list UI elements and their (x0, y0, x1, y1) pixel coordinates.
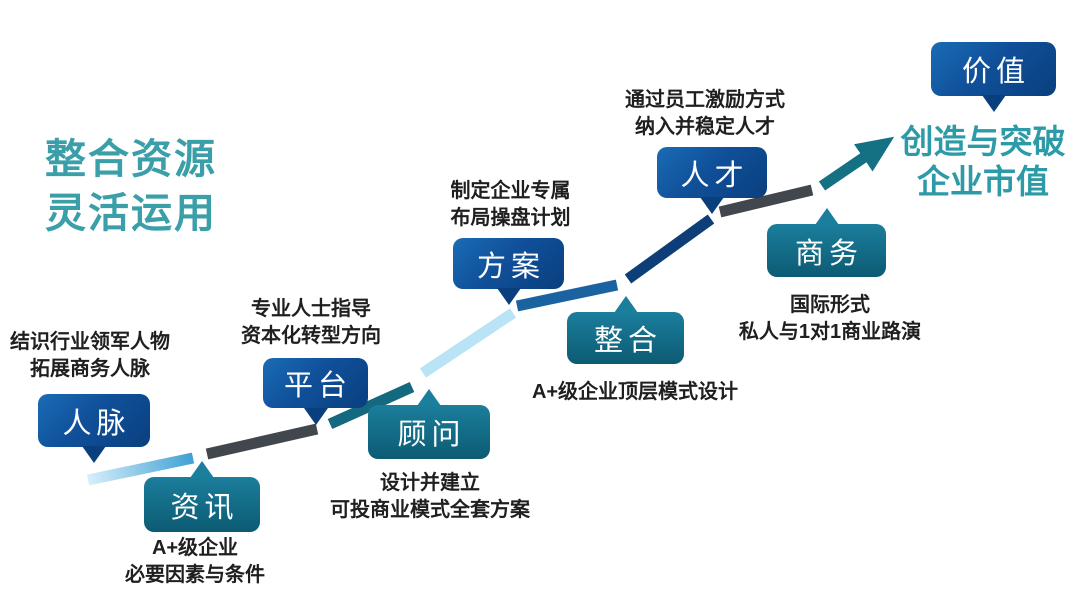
caption-guwen-line2: 可投商业模式全套方案 (330, 499, 530, 521)
callout-zhenghe-label: 整合 (593, 325, 662, 357)
caption-guwen-line1: 设计并建立 (380, 472, 480, 494)
callout-pingtai: 平台 (263, 358, 368, 408)
callout-fangan-label: 方案 (476, 250, 545, 283)
caption-pingtai: 专业人士指导 资本化转型方向 (221, 296, 401, 350)
callout-jiazhi: 价值 (931, 42, 1056, 96)
caption-renmai: 结识行业领军人物 拓展商务人脉 (0, 329, 180, 383)
callout-zixun-label: 资讯 (170, 491, 239, 524)
caption-zixun-line1: A+级企业 (151, 537, 239, 559)
callout-shangwu: 商务 (767, 224, 886, 277)
segment-5-blue (515, 279, 619, 312)
callout-guwen: 顾问 (368, 405, 490, 459)
caption-fangan: 制定企业专属 布局操盘计划 (423, 178, 598, 232)
segment-8-arrow (818, 136, 895, 191)
caption-rencai-line2: 纳入并稳定人才 (635, 116, 775, 138)
callout-fangan: 方案 (453, 238, 564, 289)
caption-rencai-line1: 通过员工激励方式 (625, 89, 785, 111)
segment-4-lightblue (419, 308, 517, 378)
caption-guwen: 设计并建立 可投商业模式全套方案 (325, 470, 535, 524)
caption-renmai-line2: 拓展商务人脉 (30, 358, 150, 380)
segment-3-teal (327, 381, 415, 430)
callout-renmai: 人脉 (38, 394, 150, 447)
caption-zhenghe: A+级企业顶层模式设计 (520, 379, 750, 406)
goal-text: 创造与突破 企业市值 (878, 122, 1080, 203)
caption-shangwu-line1: 国际形式 (790, 294, 870, 316)
goal-line-2: 企业市值 (917, 163, 1049, 201)
segment-7-gray (718, 184, 814, 218)
callout-shangwu-label: 商务 (794, 237, 863, 270)
caption-rencai: 通过员工激励方式 纳入并稳定人才 (615, 87, 795, 141)
caption-zixun: A+级企业 必要因素与条件 (105, 535, 285, 589)
callout-jiazhi-label: 价值 (961, 56, 1030, 88)
title-line-2: 灵活运用 (45, 190, 217, 237)
callout-guwen-label: 顾问 (397, 419, 466, 451)
title-line-1: 整合资源 (45, 136, 217, 182)
page-title: 整合资源 灵活运用 (45, 132, 325, 240)
caption-pingtai-line1: 专业人士指导 (251, 298, 371, 320)
caption-zixun-line2: 必要因素与条件 (125, 564, 265, 586)
segment-2-gray (205, 423, 319, 460)
callout-rencai-label: 人才 (680, 159, 749, 192)
callout-pingtai-label: 平台 (283, 370, 352, 402)
callout-rencai: 人才 (657, 147, 767, 198)
caption-shangwu: 国际形式 私人与1对1商业路演 (725, 292, 935, 346)
segment-6-navy (624, 214, 715, 284)
segment-1-lightblue (86, 452, 195, 486)
callout-zixun: 资讯 (144, 477, 260, 532)
callout-zhenghe: 整合 (567, 312, 684, 364)
caption-fangan-line2: 布局操盘计划 (450, 207, 571, 229)
callout-renmai-label: 人脉 (62, 407, 131, 440)
caption-renmai-line1: 结识行业领军人物 (10, 331, 170, 353)
caption-shangwu-line2: 私人与1对1商业路演 (738, 321, 922, 343)
goal-line-1: 创造与突破 (900, 123, 1066, 160)
caption-zhenghe-line1: A+级企业顶层模式设计 (531, 381, 739, 403)
caption-fangan-line1: 制定企业专属 (450, 180, 571, 202)
caption-pingtai-line2: 资本化转型方向 (241, 325, 381, 347)
